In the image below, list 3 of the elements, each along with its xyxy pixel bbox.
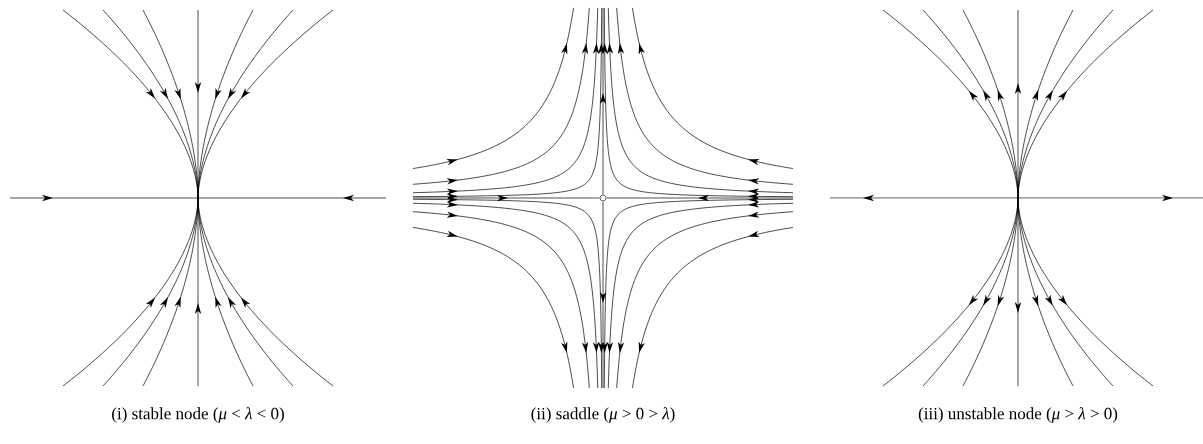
caption: (i) stable node (μ < λ < 0) bbox=[112, 407, 284, 423]
caption: (iii) unstable node (μ > λ > 0) bbox=[918, 407, 1118, 423]
caption: (ii) saddle (μ > 0 > λ) bbox=[531, 407, 675, 423]
